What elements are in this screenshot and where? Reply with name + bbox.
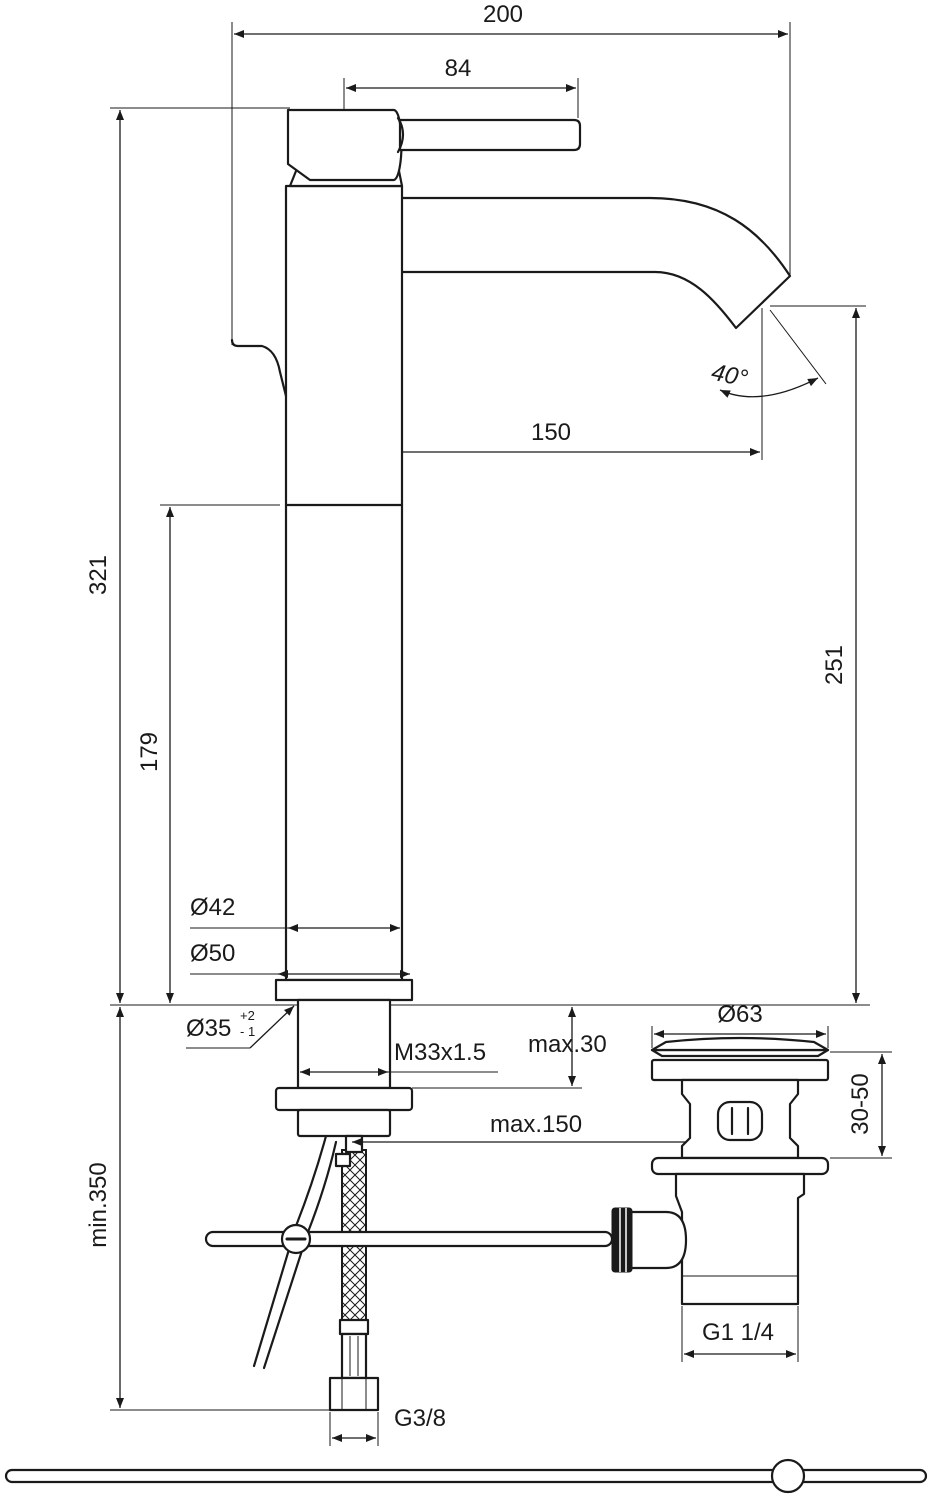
- label-200: 200: [483, 1, 523, 28]
- label-diameter-63: Ø63: [717, 1001, 762, 1028]
- spout: [387, 196, 792, 330]
- dimension-angle: 40°: [709, 309, 827, 410]
- label-max-150: max.150: [490, 1111, 582, 1138]
- dimension-max-distance: max.150: [352, 1111, 736, 1146]
- dimension-base-diameter: Ø50: [190, 940, 410, 978]
- lever-handle: [286, 108, 582, 182]
- popup-rod: [230, 338, 288, 398]
- dimension-overall-width: 200: [231, 1, 791, 345]
- base-flange: [274, 978, 414, 1002]
- dimension-waste-height: 30-50: [830, 1051, 892, 1159]
- waste-tail: [674, 1172, 806, 1306]
- label-40-degrees: 40°: [709, 359, 751, 393]
- waste-nut: [650, 1156, 830, 1176]
- label-diameter-50: Ø50: [190, 940, 235, 967]
- mounting-plate: [274, 1086, 414, 1112]
- dimension-body-height: 179: [136, 504, 280, 1003]
- label-251: 251: [821, 645, 848, 685]
- threaded-shank: [296, 998, 392, 1090]
- faucet: [230, 108, 792, 1138]
- label-150: 150: [531, 419, 571, 446]
- label-tolerance-plus: +2: [240, 1008, 255, 1023]
- dimension-min-length: min.350: [85, 1007, 330, 1411]
- dimension-lever-width: 84: [343, 55, 579, 118]
- dimension-thread: M33x1.5: [300, 1039, 498, 1076]
- label-179: 179: [136, 732, 163, 772]
- dimension-hose-thread: G3/8: [329, 1405, 446, 1446]
- dimension-hole-diameter: Ø35 +2 - 1: [186, 1005, 295, 1049]
- label-321: 321: [85, 555, 112, 595]
- label-diameter-42: Ø42: [190, 894, 235, 921]
- label-min-350: min.350: [85, 1162, 112, 1247]
- waste-valve: [611, 1036, 830, 1306]
- popup-linkage: [204, 1134, 614, 1370]
- dimension-body-diameter: Ø42: [190, 894, 400, 932]
- dimension-waste-diameter: Ø63: [651, 1001, 829, 1048]
- hose-nut: [328, 1376, 380, 1412]
- bottom-rod: [4, 1458, 928, 1494]
- overflow-connector: [624, 1210, 688, 1270]
- label-84: 84: [445, 55, 472, 82]
- label-g3-8: G3/8: [394, 1405, 446, 1432]
- hose-assembly: [328, 1134, 380, 1412]
- label-thread: M33x1.5: [394, 1039, 486, 1066]
- label-g1-1-4: G1 1/4: [702, 1319, 774, 1346]
- label-tolerance-minus: - 1: [240, 1024, 255, 1039]
- label-30-50: 30-50: [847, 1073, 874, 1134]
- dimension-max-thickness: max.30: [412, 1007, 607, 1089]
- body-column: [284, 184, 404, 982]
- waste-flange: [650, 1058, 830, 1082]
- label-diameter-35: Ø35: [186, 1015, 231, 1042]
- dimension-spout-reach: 150: [343, 308, 763, 498]
- label-max-30: max.30: [528, 1031, 607, 1058]
- dimension-overall-height: 321: [85, 107, 290, 1003]
- dimension-waste-thread: G1 1/4: [681, 1306, 799, 1362]
- dimension-spout-height: 251: [770, 305, 866, 1003]
